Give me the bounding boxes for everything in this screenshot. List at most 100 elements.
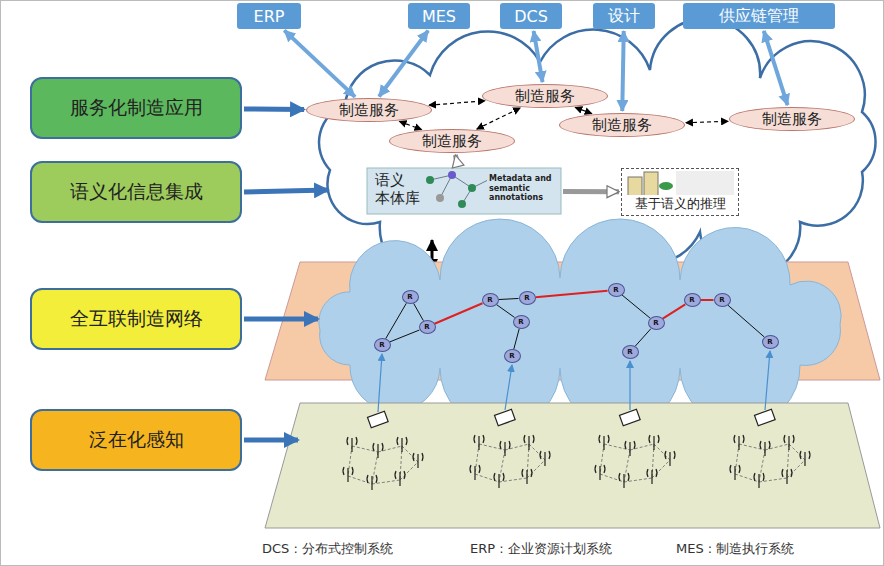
- server-icon: [628, 177, 642, 197]
- sensor-link: [787, 460, 805, 478]
- system-box: ERP: [237, 3, 301, 29]
- node-label: 制造服务: [592, 116, 652, 135]
- connector-arrow: [563, 189, 619, 194]
- sensor-link: [372, 452, 378, 484]
- annotation-text: Metadata and semantic annotations: [487, 173, 555, 204]
- connector-arrow: [622, 31, 623, 111]
- sensor-antenna: [540, 451, 550, 466]
- node-label: 制造服务: [339, 101, 399, 120]
- gateway-icon: [367, 411, 388, 427]
- router-node: R: [419, 320, 436, 334]
- sensor-antenna: [522, 469, 532, 484]
- router-node: R: [608, 283, 625, 297]
- sensor-antenna: [619, 473, 629, 488]
- node-label: R: [424, 323, 429, 331]
- node-label: R: [627, 348, 632, 356]
- sensor-link: [654, 444, 670, 460]
- router-node: R: [482, 293, 499, 307]
- node-label: 语义化信息集成: [70, 179, 203, 205]
- sensor-link: [604, 444, 630, 450]
- node-label: 服务化制造应用: [70, 95, 203, 121]
- sensor-field: [343, 351, 810, 490]
- gateway-icon: [754, 409, 775, 425]
- sensor-link: [765, 444, 789, 450]
- node-label: 供应链管理: [719, 6, 799, 27]
- node-label: 制造服务: [762, 110, 822, 129]
- sensor-antenna: [599, 435, 609, 450]
- uplink-arrow: [378, 354, 382, 412]
- router-node: R: [714, 293, 731, 307]
- connector-arrow: [575, 107, 591, 113]
- sensor-antenna: [347, 437, 357, 452]
- sensor-antenna: [413, 453, 423, 468]
- data-texture: [676, 171, 734, 197]
- sensor-link: [600, 474, 624, 482]
- ontology-ground: [367, 168, 561, 214]
- router-node: R: [402, 290, 419, 304]
- sensor-antenna: [784, 435, 794, 450]
- network-link: [514, 329, 519, 349]
- node-label: R: [379, 341, 384, 349]
- sensor-antenna: [524, 435, 534, 450]
- router-node: R: [504, 349, 521, 363]
- service-ellipse: 制造服务: [482, 84, 608, 108]
- sensor-antenna: [395, 471, 405, 486]
- layer-label-box: 泛在化感知: [30, 409, 242, 471]
- sensor-antenna: [474, 435, 484, 450]
- sensor-link: [348, 476, 372, 484]
- sensor-link: [505, 444, 529, 450]
- system-box: DCS: [500, 3, 562, 29]
- sensor-antenna: [500, 441, 510, 456]
- sensor-link: [475, 474, 499, 482]
- caption-text: DCS : 分布式控制系统: [262, 540, 393, 558]
- connector-arrow: [764, 31, 788, 105]
- node-label: R: [407, 293, 412, 301]
- node-label: R: [524, 294, 529, 302]
- router-node: R: [519, 291, 536, 305]
- node-label: 全互联制造网络: [70, 306, 203, 332]
- sensor-antenna: [665, 451, 675, 466]
- ontology-box: 语义 本体库 Metadata and semantic annotations: [367, 168, 561, 214]
- node-label: R: [487, 296, 492, 304]
- router-node: R: [684, 293, 701, 307]
- network-link: [390, 330, 420, 342]
- node-label: R: [719, 296, 724, 304]
- router-node: R: [513, 315, 530, 329]
- uplink-arrow: [629, 361, 630, 410]
- node-label: R: [613, 286, 618, 294]
- sensor-antenna: [470, 465, 480, 480]
- sensor-antenna: [730, 465, 740, 480]
- sensor-antenna: [397, 437, 407, 452]
- sensor-plate: [265, 403, 880, 528]
- sensor-link: [630, 444, 654, 450]
- node-label: R: [767, 338, 772, 346]
- database-icon: [659, 182, 673, 190]
- network-link: [414, 303, 424, 320]
- sensor-antenna: [625, 441, 635, 456]
- uplink-arrow: [505, 365, 512, 410]
- sensor-link: [652, 460, 670, 478]
- connector-arrow: [534, 31, 543, 82]
- node-label: MES: [422, 7, 456, 26]
- service-ellipse: 制造服务: [389, 129, 515, 153]
- network-link: [386, 303, 407, 338]
- router-node: R: [648, 316, 665, 330]
- server-illustration: [628, 171, 734, 197]
- sensor-antenna: [760, 441, 770, 456]
- server-icon: [644, 172, 658, 196]
- node-label: 基于语义的推理: [622, 195, 738, 213]
- node-label: R: [689, 296, 694, 304]
- gateway-icon: [619, 409, 640, 425]
- network-link: [701, 299, 714, 301]
- uplink-arrow: [765, 351, 770, 410]
- sensor-link: [378, 446, 402, 452]
- node-label: R: [518, 318, 523, 326]
- caption-text: MES : 制造执行系统: [676, 540, 794, 558]
- sensor-link: [759, 450, 765, 482]
- caption-text: ERP : 企业资源计划系统: [470, 540, 612, 558]
- node-label: 语义 本体库: [373, 171, 425, 207]
- sensor-link: [479, 444, 505, 450]
- layer-label-box: 全互联制造网络: [30, 288, 242, 350]
- network-link: [635, 329, 651, 347]
- network-link: [622, 295, 650, 318]
